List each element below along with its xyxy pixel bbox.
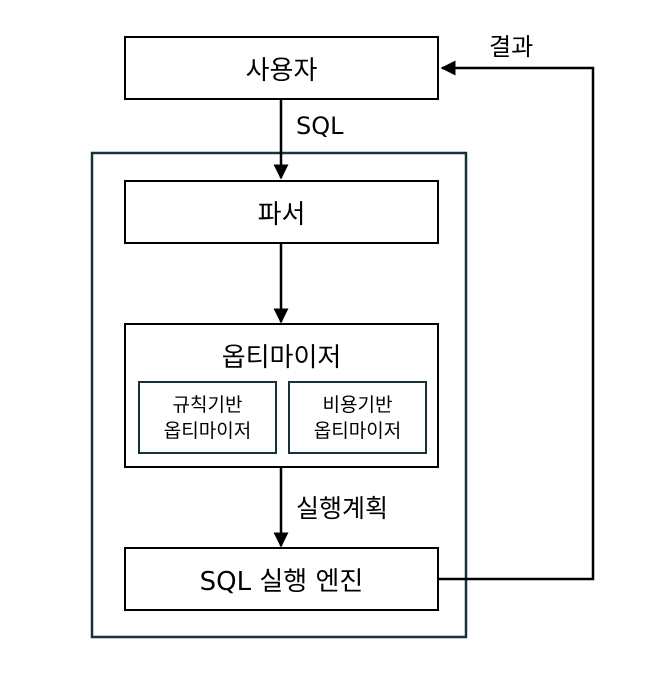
user-label: 사용자 xyxy=(245,55,318,86)
engine-box: SQL 실행 엔진 xyxy=(124,547,439,611)
cost-based-line2: 옵티마이저 xyxy=(313,419,402,442)
engine-label: SQL 실행 엔진 xyxy=(199,566,364,597)
rule-based-line1: 규칙기반 xyxy=(172,393,243,416)
dbms-container xyxy=(90,151,468,639)
cost-based-line1: 비용기반 xyxy=(322,393,393,416)
rule-based-optimizer-box: 규칙기반 옵티마이저 xyxy=(138,381,277,454)
parser-label: 파서 xyxy=(257,199,306,230)
rule-based-line2: 옵티마이저 xyxy=(163,419,252,442)
arrow-engine-to-user xyxy=(439,60,595,581)
sql-edge-label: SQL xyxy=(296,112,344,140)
plan-edge-label: 실행계획 xyxy=(296,494,389,523)
optimizer-label: 옵티마이저 xyxy=(221,343,342,373)
result-edge-label: 결과 xyxy=(489,33,534,61)
parser-box: 파서 xyxy=(124,180,439,244)
user-box: 사용자 xyxy=(124,36,439,100)
cost-based-optimizer-box: 비용기반 옵티마이저 xyxy=(288,381,427,454)
